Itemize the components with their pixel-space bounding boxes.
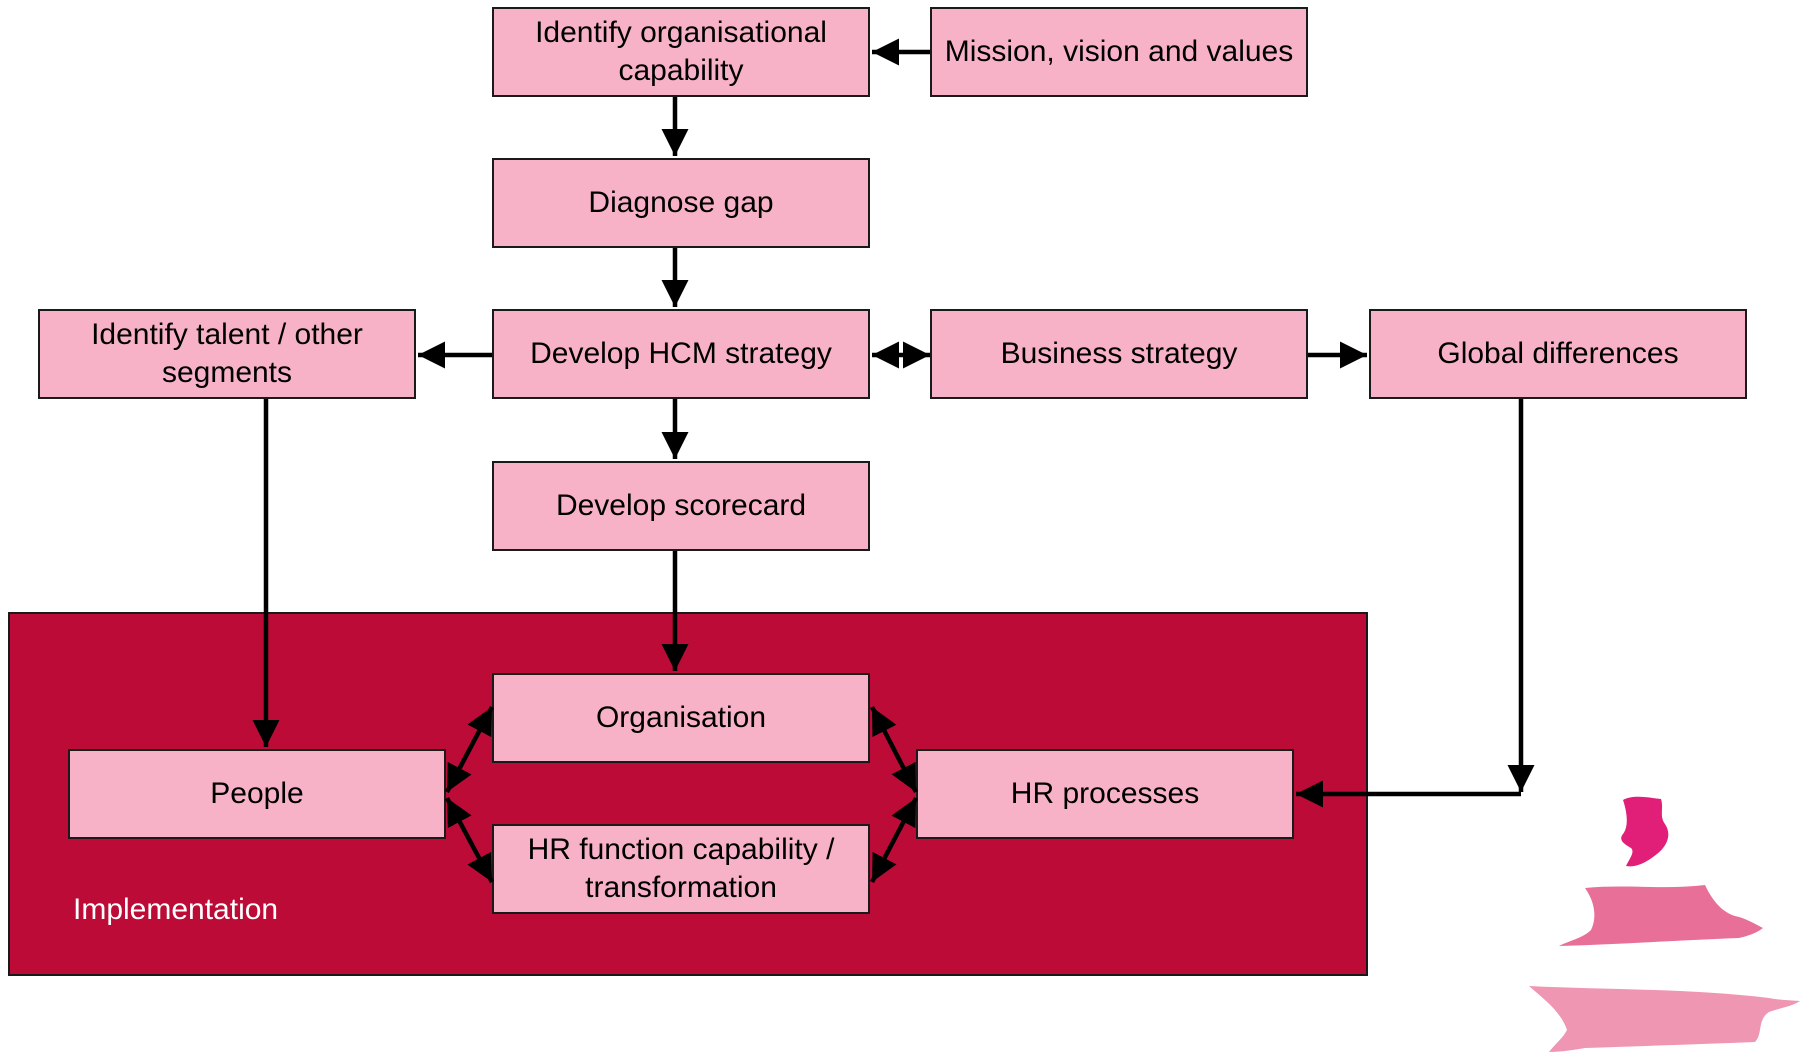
identify-capability-box: Identify organisational capability — [492, 7, 870, 97]
scorecard-box: Develop scorecard — [492, 461, 870, 551]
brush-stroke-middle — [1559, 885, 1763, 946]
people-box: People — [68, 749, 446, 839]
hr-processes-box: HR processes — [916, 749, 1294, 839]
hr-function-box: HR function capability / transformation — [492, 824, 870, 914]
implementation-label: Implementation — [73, 893, 279, 926]
identify-talent-box: Identify talent / other segments — [38, 309, 416, 399]
brush-stroke-top — [1621, 796, 1669, 867]
mission-vision-values-box: Mission, vision and values — [930, 7, 1308, 97]
global-differences-box: Global differences — [1369, 309, 1747, 399]
business-strategy-box: Business strategy — [930, 309, 1308, 399]
diagnose-gap-box: Diagnose gap — [492, 158, 870, 248]
decorative-brush-graphic — [1529, 796, 1800, 1052]
hcm-strategy-box: Develop HCM strategy — [492, 309, 870, 399]
organisation-box: Organisation — [492, 673, 870, 763]
brush-stroke-bottom — [1529, 986, 1800, 1052]
